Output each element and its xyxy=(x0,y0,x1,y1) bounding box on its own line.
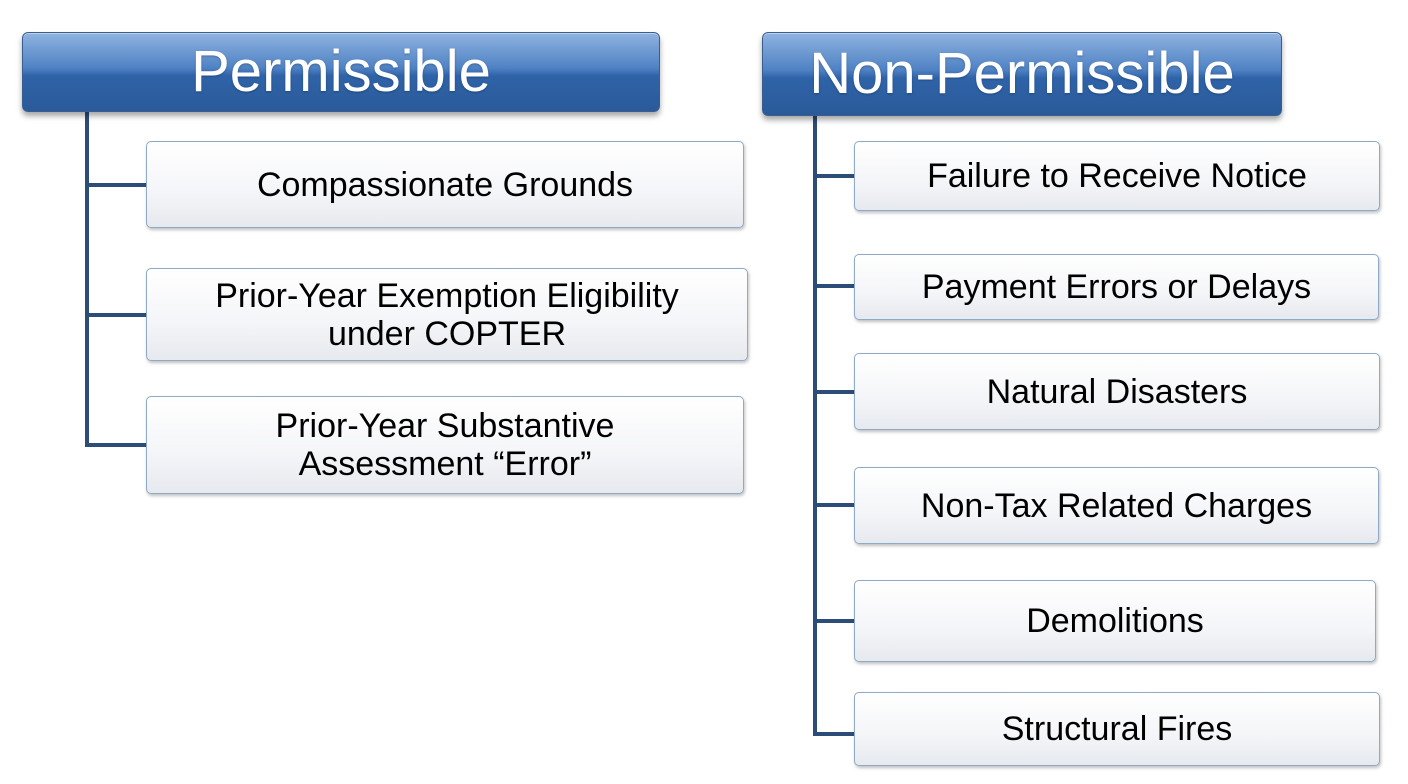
non-permissible-header: Non-Permissible xyxy=(762,32,1282,116)
item-label: Compassionate Grounds xyxy=(256,165,634,204)
permissible-trunk-connector xyxy=(85,112,89,447)
item-label: Natural Disasters xyxy=(986,372,1248,411)
non-permissible-branch-connector xyxy=(813,503,855,507)
permissible-branch-connector xyxy=(85,313,147,317)
permissible-item-compassionate-grounds: Compassionate Grounds xyxy=(146,141,744,228)
non-permissible-branch-connector xyxy=(813,732,855,736)
non-permissible-item-demolitions: Demolitions xyxy=(854,580,1376,662)
item-label: Payment Errors or Delays xyxy=(921,268,1312,306)
permissible-item-prior-year-exemption: Prior-Year Exemption Eligibility under C… xyxy=(146,268,748,361)
item-label: Prior-Year Exemption Eligibility under C… xyxy=(215,276,679,353)
non-permissible-item-failure-to-receive-notice: Failure to Receive Notice xyxy=(854,141,1380,211)
permissible-item-prior-year-assessment-error: Prior-Year Substantive Assessment “Error… xyxy=(146,396,744,494)
permissible-branch-connector xyxy=(85,183,147,187)
non-permissible-branch-connector xyxy=(813,174,855,178)
non-permissible-title: Non-Permissible xyxy=(809,41,1235,106)
item-label: Failure to Receive Notice xyxy=(927,157,1307,195)
non-permissible-item-non-tax-related-charges: Non-Tax Related Charges xyxy=(854,467,1379,544)
non-permissible-item-structural-fires: Structural Fires xyxy=(854,692,1380,766)
permissible-header: Permissible xyxy=(22,32,660,112)
item-label: Prior-Year Substantive Assessment “Error… xyxy=(275,407,615,483)
non-permissible-branch-connector xyxy=(813,619,855,623)
non-permissible-item-natural-disasters: Natural Disasters xyxy=(854,353,1380,430)
non-permissible-branch-connector xyxy=(813,284,855,288)
non-permissible-item-payment-errors: Payment Errors or Delays xyxy=(854,254,1379,320)
permissible-title: Permissible xyxy=(191,39,491,104)
non-permissible-branch-connector xyxy=(813,390,855,394)
non-permissible-trunk-connector xyxy=(813,116,817,736)
item-label: Demolitions xyxy=(1026,602,1204,640)
item-label: Structural Fires xyxy=(1001,710,1233,748)
item-label: Non-Tax Related Charges xyxy=(920,486,1313,525)
permissible-branch-connector xyxy=(85,443,147,447)
